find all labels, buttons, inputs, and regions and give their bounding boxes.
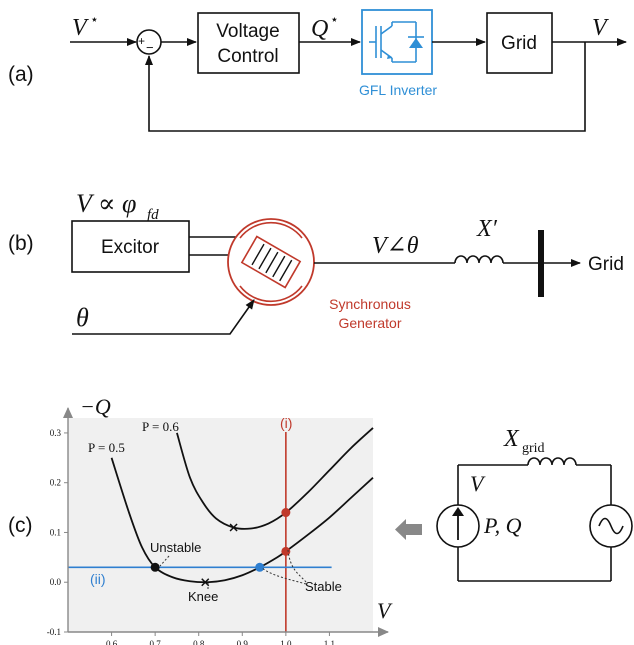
v-angle-theta-label: V∠θ bbox=[372, 233, 419, 259]
operating-point-dot bbox=[281, 546, 291, 556]
y-tick-label: 0.1 bbox=[50, 527, 61, 537]
feedback-path bbox=[145, 42, 586, 132]
ac-voltage-source-icon bbox=[589, 504, 633, 548]
stable-label: Stable bbox=[305, 579, 342, 594]
input-v-label: V bbox=[72, 15, 89, 41]
input-v-star: ⋆ bbox=[90, 13, 99, 28]
operating-point-dot bbox=[255, 562, 265, 572]
stable-leader-red bbox=[287, 549, 307, 583]
x-tick-label: 0.8 bbox=[193, 639, 205, 645]
thick-arrow-icon bbox=[395, 519, 422, 540]
y-tick-label: -0.1 bbox=[47, 627, 61, 637]
source-pq-label: P, Q bbox=[483, 513, 522, 538]
grid-block bbox=[486, 12, 553, 74]
q-ref-star: ⋆ bbox=[330, 13, 339, 28]
series-line-p05 bbox=[110, 457, 374, 584]
equivalent-circuit: X grid V P, Q bbox=[436, 426, 633, 582]
knee-label: Knee bbox=[188, 589, 218, 604]
inductor-x-grid-icon bbox=[527, 457, 577, 466]
x-grid-label: X bbox=[503, 426, 520, 452]
inductor-x-prime-icon bbox=[454, 255, 504, 264]
synchronous-generator-icon bbox=[227, 218, 315, 306]
excitor-block bbox=[71, 220, 190, 273]
panel-a-label: (a) bbox=[8, 63, 34, 86]
generator-label-line1: Synchronous bbox=[329, 296, 411, 312]
x-grid-sub: grid bbox=[522, 441, 545, 456]
panel-c: (c) 0.6 0.7 0.8 0.9 1.0 1.1 -0.1 0.0 0.1 0.2 0.3 −… bbox=[8, 394, 633, 645]
curve-label-p05: P = 0.5 bbox=[88, 440, 125, 455]
operating-point-dot bbox=[150, 562, 160, 572]
x-tick-label: 0.9 bbox=[237, 639, 249, 645]
x-tick-label: 1.0 bbox=[280, 639, 292, 645]
unstable-label: Unstable bbox=[150, 540, 201, 555]
q-ref-label: Q bbox=[311, 16, 328, 42]
x-tick-label: 0.6 bbox=[106, 639, 118, 645]
line-i-label: (i) bbox=[280, 415, 292, 431]
grid-label-b: Grid bbox=[588, 254, 624, 275]
y-axis-label: −Q bbox=[80, 394, 111, 419]
sum-minus-sign: − bbox=[146, 40, 154, 55]
v-prop-phi-sub: fd bbox=[147, 207, 159, 223]
generator-label-line2: Generator bbox=[338, 315, 401, 331]
stable-leader-blue bbox=[261, 567, 307, 585]
theta-label: θ bbox=[76, 303, 89, 332]
curve-label-p06: P = 0.6 bbox=[142, 419, 179, 434]
x-marker bbox=[229, 523, 238, 532]
igbt-inverter-icon bbox=[361, 9, 433, 75]
y-tick-label: 0.3 bbox=[50, 428, 62, 438]
y-tick-label: 0.2 bbox=[50, 478, 61, 488]
x-axis-label: V bbox=[377, 598, 393, 623]
x-tick-label: 1.1 bbox=[324, 639, 335, 645]
voltage-control-block bbox=[197, 12, 300, 74]
theta-arrow bbox=[72, 299, 255, 335]
plot-background bbox=[68, 418, 373, 632]
source-v-label: V bbox=[470, 471, 486, 496]
output-v-label: V bbox=[592, 15, 609, 41]
current-source-icon bbox=[436, 504, 480, 548]
excitor-label: Excitor bbox=[101, 237, 160, 258]
panel-c-label: (c) bbox=[8, 514, 33, 537]
operating-point-dot bbox=[281, 508, 291, 518]
line-ii-label: (ii) bbox=[90, 571, 106, 587]
panel-b: (b) V ∝ φ fd Excitor Synchronous bbox=[8, 189, 624, 335]
voltage-control-line1: Voltage bbox=[216, 21, 279, 42]
series-line-p06 bbox=[176, 427, 374, 530]
panel-a: (a) V ⋆ + − Voltage Control Q ⋆ bbox=[8, 9, 627, 132]
voltage-control-line2: Control bbox=[217, 46, 278, 67]
y-tick-label: 0.0 bbox=[50, 577, 62, 587]
gfl-inverter-label: GFL Inverter bbox=[359, 82, 437, 98]
x-tick-label: 0.7 bbox=[150, 639, 162, 645]
panel-b-label: (b) bbox=[8, 232, 34, 255]
sum-plus-sign: + bbox=[138, 34, 145, 48]
grid-block-label: Grid bbox=[501, 33, 537, 54]
x-prime-label: X′ bbox=[476, 216, 498, 242]
v-prop-phi-label: V ∝ φ bbox=[76, 189, 136, 218]
